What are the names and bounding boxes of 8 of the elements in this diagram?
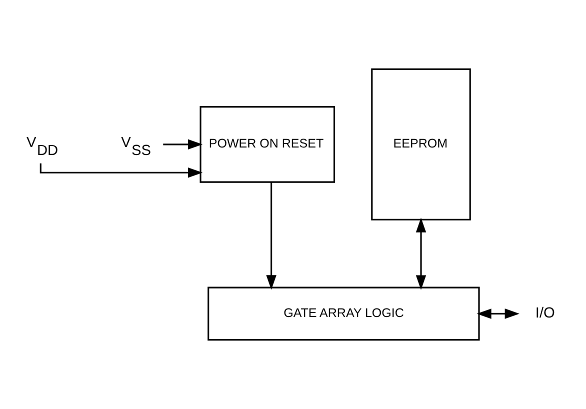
arrow xyxy=(163,139,203,150)
node-box: GATE ARRAY LOGIC xyxy=(208,286,480,341)
arrow xyxy=(476,308,520,319)
arrow xyxy=(416,218,426,290)
node-text: I/O xyxy=(535,306,555,322)
node-box: POWER ON RESET xyxy=(200,106,336,183)
arrow xyxy=(266,182,276,290)
node-box: EEPROM xyxy=(371,68,471,220)
